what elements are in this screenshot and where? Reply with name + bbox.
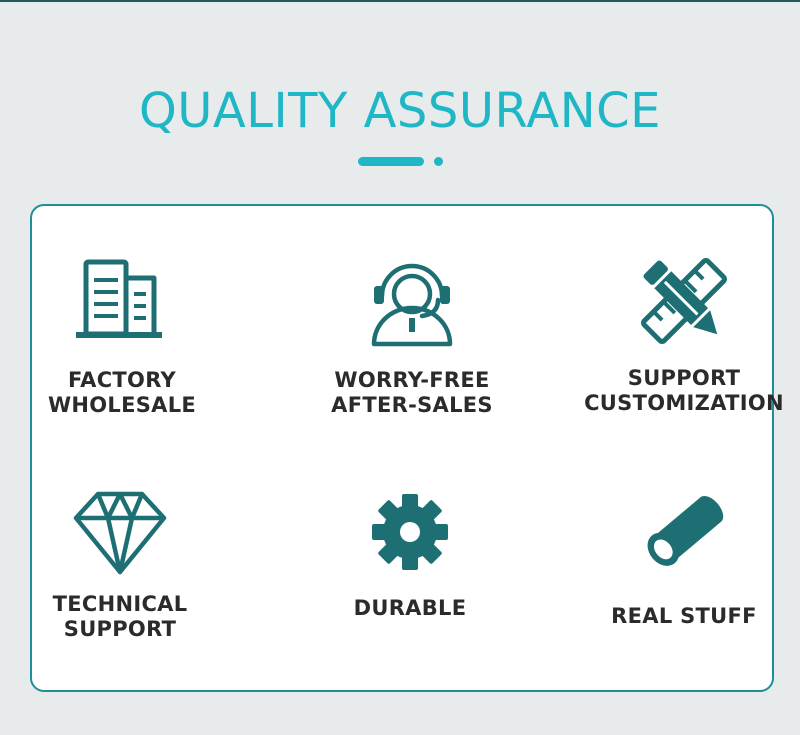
- feature-label: WORRY-FREE AFTER-SALES: [331, 368, 493, 417]
- feature-label: TECHNICAL SUPPORT: [52, 592, 188, 641]
- factory-building-icon: [76, 259, 162, 338]
- feature-label: REAL STUFF: [611, 604, 757, 628]
- title-dot: [434, 157, 443, 166]
- feature-factory-wholesale: FACTORY WHOLESALE: [2, 256, 242, 418]
- feature-label: DURABLE: [353, 596, 467, 620]
- gear-icon: [372, 494, 448, 570]
- feature-label: SUPPORT CUSTOMIZATION: [584, 366, 784, 415]
- feature-technical-support: TECHNICAL SUPPORT: [0, 490, 240, 642]
- feature-real-stuff: REAL STUFF: [564, 490, 800, 629]
- title-underline: [358, 157, 424, 166]
- feature-durable: DURABLE: [290, 492, 530, 621]
- pencil-ruler-icon: [641, 258, 727, 344]
- diamond-icon: [73, 491, 167, 575]
- feature-support-customization: SUPPORT CUSTOMIZATION: [564, 256, 800, 416]
- feature-label: FACTORY WHOLESALE: [47, 368, 197, 417]
- page-title: QUALITY ASSURANCE: [139, 83, 661, 139]
- feature-worry-free-after-sales: WORRY-FREE AFTER-SALES: [292, 256, 532, 418]
- customer-service-headset-icon: [371, 263, 453, 347]
- top-rule: [0, 0, 800, 2]
- pipe-icon: [647, 495, 724, 566]
